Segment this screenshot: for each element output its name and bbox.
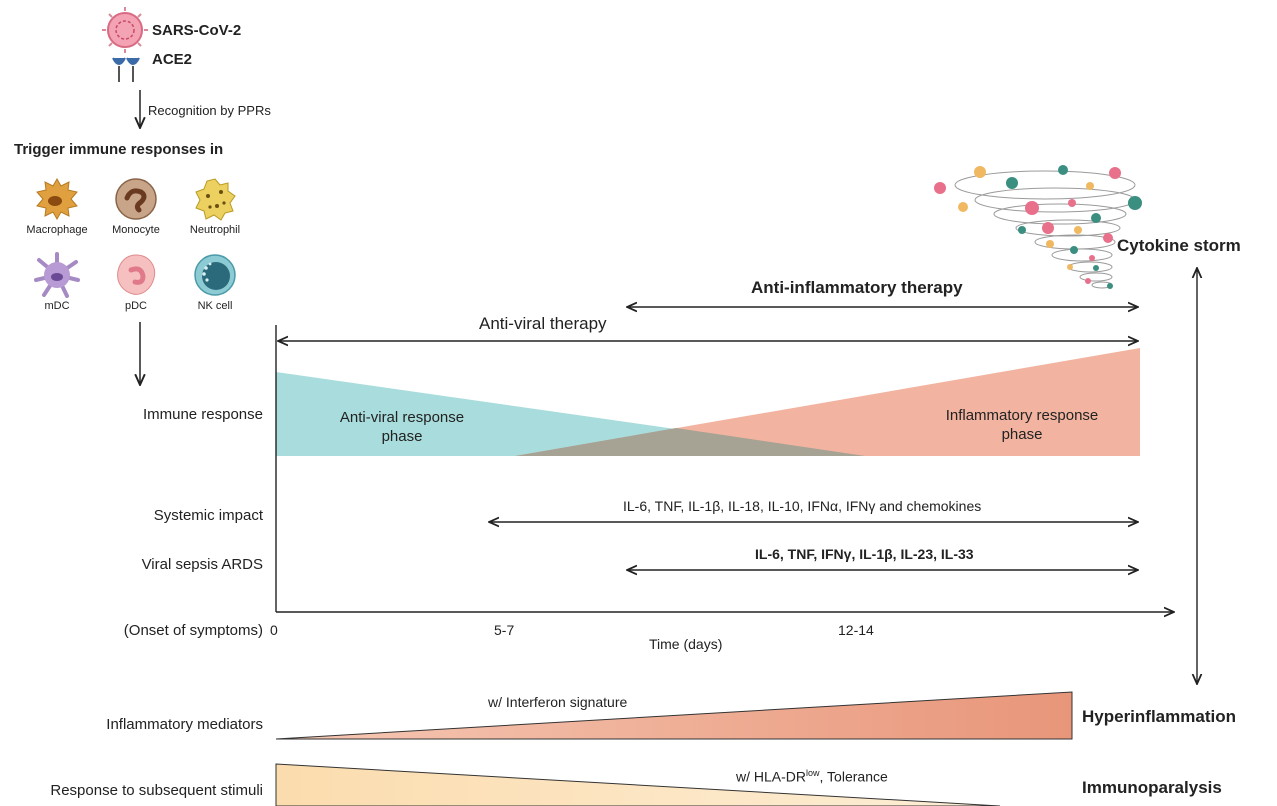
ace2-label: ACE2 xyxy=(152,51,193,68)
time-axis-label: Time (days) xyxy=(649,636,723,652)
monocyte-icon xyxy=(113,176,159,222)
tick-5-7: 5-7 xyxy=(494,622,515,638)
phase-overlap-region xyxy=(515,428,865,456)
tick-12-14: 12-14 xyxy=(838,622,874,638)
macrophage-icon xyxy=(34,176,80,222)
antiviral-phase-line1: Anti-viral response xyxy=(339,409,465,426)
tick-0: 0 xyxy=(270,622,278,638)
immunoparalysis-label: Immunoparalysis xyxy=(1082,778,1222,797)
inflammatory-phase-line1: Inflammatory response xyxy=(945,407,1099,424)
subsequent-stimuli-label: Response to subsequent stimuli xyxy=(50,782,263,799)
nk-cell-label: NK cell xyxy=(197,300,233,312)
inflammatory-phase-label: Inflammatory response phase xyxy=(922,406,1122,444)
interferon-label: w/ Interferon signature xyxy=(488,694,628,710)
cytokine-storm-icon xyxy=(934,165,1142,289)
recognition-label: Recognition by PPRs xyxy=(148,103,271,118)
hla-tolerance-label: w/ HLA-DRlow, Tolerance xyxy=(736,768,888,785)
neutrophil-icon xyxy=(192,176,238,222)
onset-label: (Onset of symptoms) xyxy=(123,622,263,639)
virus-label: SARS-CoV-2 xyxy=(152,22,242,39)
hla-superscript: low xyxy=(806,768,820,778)
mdc-icon xyxy=(34,252,80,298)
hla-suffix: , Tolerance xyxy=(819,768,888,785)
hyperinflammation-wedge xyxy=(275,691,1073,740)
immune-response-label: Immune response xyxy=(142,406,263,423)
pdc-label: pDC xyxy=(124,300,147,312)
systemic-cytokines: IL-6, TNF, IL-1β, IL-18, IL-10, IFNα, IF… xyxy=(623,498,982,514)
cytokine-storm-label: Cytokine storm xyxy=(1117,236,1241,255)
antiviral-phase-line2: phase xyxy=(381,428,423,445)
mdc-label: mDC xyxy=(44,300,70,312)
neutrophil-label: Neutrophil xyxy=(189,224,241,236)
monocyte-label: Monocyte xyxy=(112,224,160,236)
anti-viral-therapy-label: Anti-viral therapy xyxy=(479,314,607,333)
hla-prefix: w/ HLA-DR xyxy=(736,768,807,785)
immunoparalysis-wedge xyxy=(275,763,1001,806)
sars-cov-2-icon xyxy=(102,7,148,53)
nk-cell-icon xyxy=(192,252,238,298)
pdc-icon xyxy=(113,252,159,298)
systemic-impact-label: Systemic impact xyxy=(153,507,263,524)
viral-sepsis-label: Viral sepsis ARDS xyxy=(141,556,263,573)
hyperinflammation-label: Hyperinflammation xyxy=(1082,707,1236,726)
inflammatory-mediators-label: Inflammatory mediators xyxy=(106,716,263,733)
anti-inflammatory-therapy-label: Anti-inflammatory therapy xyxy=(751,278,963,297)
inflammatory-phase-line2: phase xyxy=(1001,426,1043,443)
sepsis-cytokines: IL-6, TNF, IFNγ, IL-1β, IL-23, IL-33 xyxy=(755,546,974,562)
ace2-receptor-icon xyxy=(112,57,140,82)
antiviral-phase-label: Anti-viral response phase xyxy=(312,408,492,446)
macrophage-label: Macrophage xyxy=(26,224,88,236)
trigger-title: Trigger immune responses in xyxy=(14,141,224,158)
